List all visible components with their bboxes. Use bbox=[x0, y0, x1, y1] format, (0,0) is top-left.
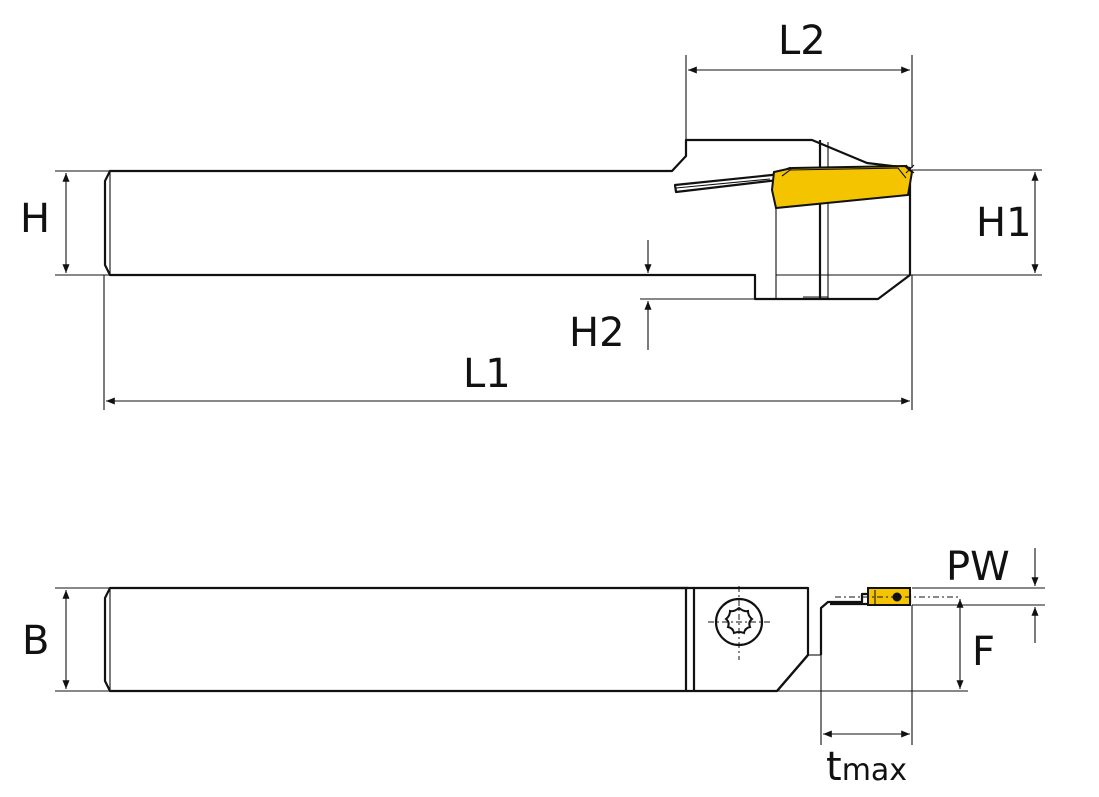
label-H1: H1 bbox=[976, 200, 1032, 246]
side-dimensions bbox=[55, 55, 1042, 410]
cutting-insert-top bbox=[867, 587, 911, 606]
top-dimensions bbox=[55, 548, 1045, 745]
side-spring-arm-inner bbox=[675, 178, 771, 189]
cutting-insert-side bbox=[770, 164, 914, 210]
label-PW: PW bbox=[946, 544, 1010, 590]
label-H: H bbox=[20, 196, 50, 242]
side-view bbox=[103, 138, 915, 301]
label-t-main: t bbox=[826, 744, 842, 790]
top-shank-outline bbox=[103, 586, 810, 693]
label-B: B bbox=[22, 618, 49, 664]
label-H2: H2 bbox=[569, 310, 625, 356]
top-view bbox=[103, 586, 958, 693]
label-tmax: tmax bbox=[826, 744, 907, 790]
label-t-sub: max bbox=[842, 753, 907, 788]
label-L1: L1 bbox=[463, 351, 511, 397]
label-F: F bbox=[972, 629, 995, 675]
insert-tip-mark bbox=[905, 164, 915, 174]
insert-detail-line bbox=[781, 167, 907, 179]
label-L2: L2 bbox=[778, 18, 826, 64]
top-blade-neck bbox=[776, 592, 912, 692]
